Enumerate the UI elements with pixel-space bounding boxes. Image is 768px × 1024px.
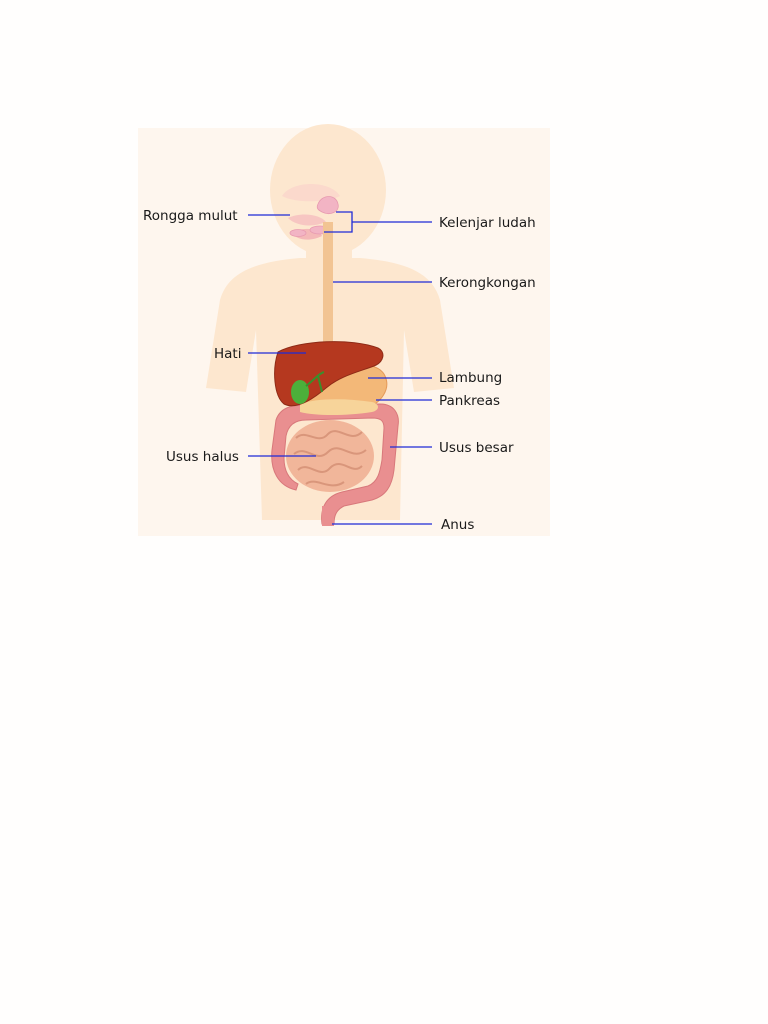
- gallbladder: [291, 371, 325, 404]
- label-kerongkongan: Kerongkongan: [439, 275, 536, 291]
- pancreas: [300, 399, 378, 415]
- label-rongga-mulut: Rongga mulut: [143, 208, 238, 224]
- label-usus-halus: Usus halus: [166, 449, 239, 465]
- label-usus-besar: Usus besar: [439, 440, 514, 456]
- label-anus: Anus: [441, 517, 474, 533]
- label-hati: Hati: [214, 346, 241, 362]
- esophagus: [323, 222, 333, 348]
- rectum: [322, 506, 334, 526]
- label-kelenjar-ludah: Kelenjar ludah: [439, 215, 536, 231]
- label-pankreas: Pankreas: [439, 393, 500, 409]
- salivary-glands: [289, 196, 339, 237]
- small-intestine: [286, 420, 374, 492]
- leader-lines: [248, 211, 432, 525]
- label-lambung: Lambung: [439, 370, 502, 386]
